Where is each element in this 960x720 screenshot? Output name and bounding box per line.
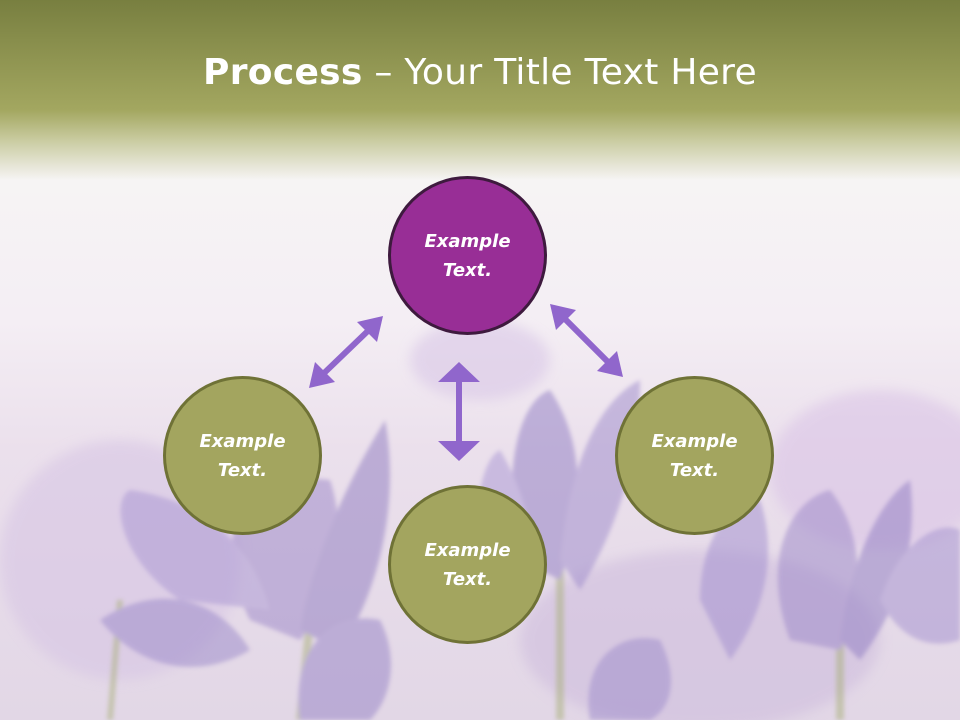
node-label: Example Text.: [424, 230, 511, 281]
node-label: Example Text.: [424, 539, 511, 590]
process-node-top[interactable]: Example Text.: [388, 176, 547, 335]
node-label: Example Text.: [651, 430, 738, 481]
title-rest: – Your Title Text Here: [362, 52, 757, 93]
double-arrow-center-icon: [438, 362, 480, 461]
process-node-right[interactable]: Example Text.: [615, 376, 774, 535]
title-banner: Process – Your Title Text Here: [0, 0, 960, 130]
process-node-left[interactable]: Example Text.: [163, 376, 322, 535]
double-arrow-left-icon: [309, 316, 383, 388]
double-arrow-right-icon: [550, 304, 623, 377]
process-node-bottom[interactable]: Example Text.: [388, 485, 547, 644]
node-label: Example Text.: [199, 430, 286, 481]
slide-title: Process – Your Title Text Here: [0, 52, 960, 93]
title-bold: Process: [203, 52, 363, 93]
